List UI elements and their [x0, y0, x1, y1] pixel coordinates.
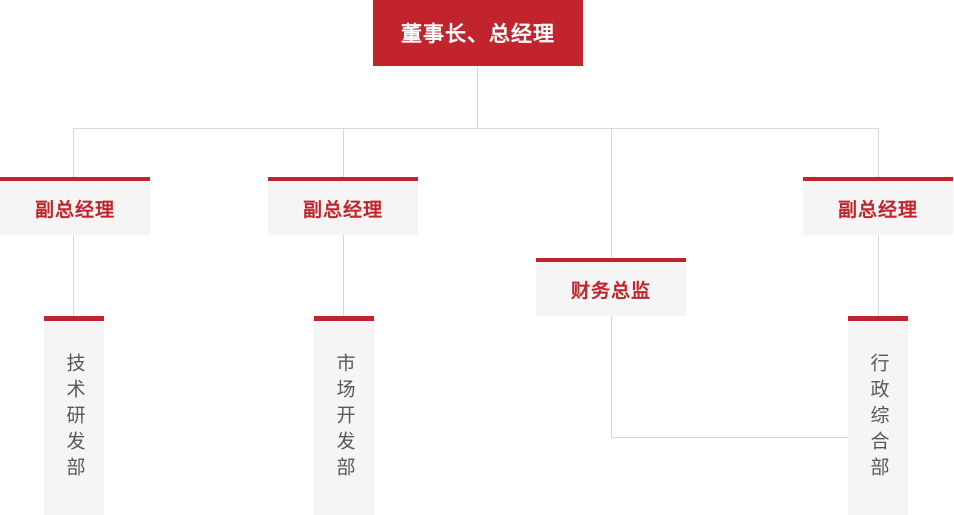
org-node-market-dev-dept-label: 市场开发部	[333, 353, 355, 483]
connector-drop-finance-director	[611, 128, 612, 258]
org-node-finance-director: 财务总监	[536, 258, 686, 316]
connector-finance-elbow-down	[611, 316, 612, 437]
org-node-finance-director-label: 财务总监	[570, 280, 651, 302]
org-node-deputy-gm-2-label: 副总经理	[302, 199, 383, 221]
connector-root-drop	[477, 66, 478, 128]
org-node-deputy-gm-1-label: 副总经理	[34, 199, 115, 221]
org-node-market-dev-dept: 市场开发部	[314, 316, 374, 515]
connector-drop-deputy-gm-2	[343, 128, 344, 177]
org-node-tech-rd-dept: 技术研发部	[44, 316, 104, 515]
connector-deputy2-to-market-dept	[343, 235, 344, 317]
org-node-deputy-gm-1: 副总经理	[0, 177, 150, 235]
org-node-deputy-gm-2: 副总经理	[268, 177, 418, 235]
org-node-tech-rd-dept-label: 技术研发部	[63, 353, 85, 483]
connector-deputy1-to-tech-dept	[73, 235, 74, 317]
org-node-chairman-gm-label: 董事长、总经理	[401, 23, 555, 46]
org-node-admin-general-dept: 行政综合部	[848, 316, 908, 515]
connector-main-horizontal	[73, 128, 878, 129]
org-node-deputy-gm-3-label: 副总经理	[837, 199, 918, 221]
connector-drop-deputy-gm-3	[878, 128, 879, 177]
connector-drop-deputy-gm-1	[73, 128, 74, 177]
org-node-deputy-gm-3: 副总经理	[803, 177, 953, 235]
org-node-chairman-gm: 董事长、总经理	[373, 0, 583, 66]
org-node-admin-general-dept-label: 行政综合部	[867, 353, 889, 483]
connector-deputy3-to-admin-dept	[878, 235, 879, 317]
connector-finance-elbow-right	[611, 437, 848, 438]
